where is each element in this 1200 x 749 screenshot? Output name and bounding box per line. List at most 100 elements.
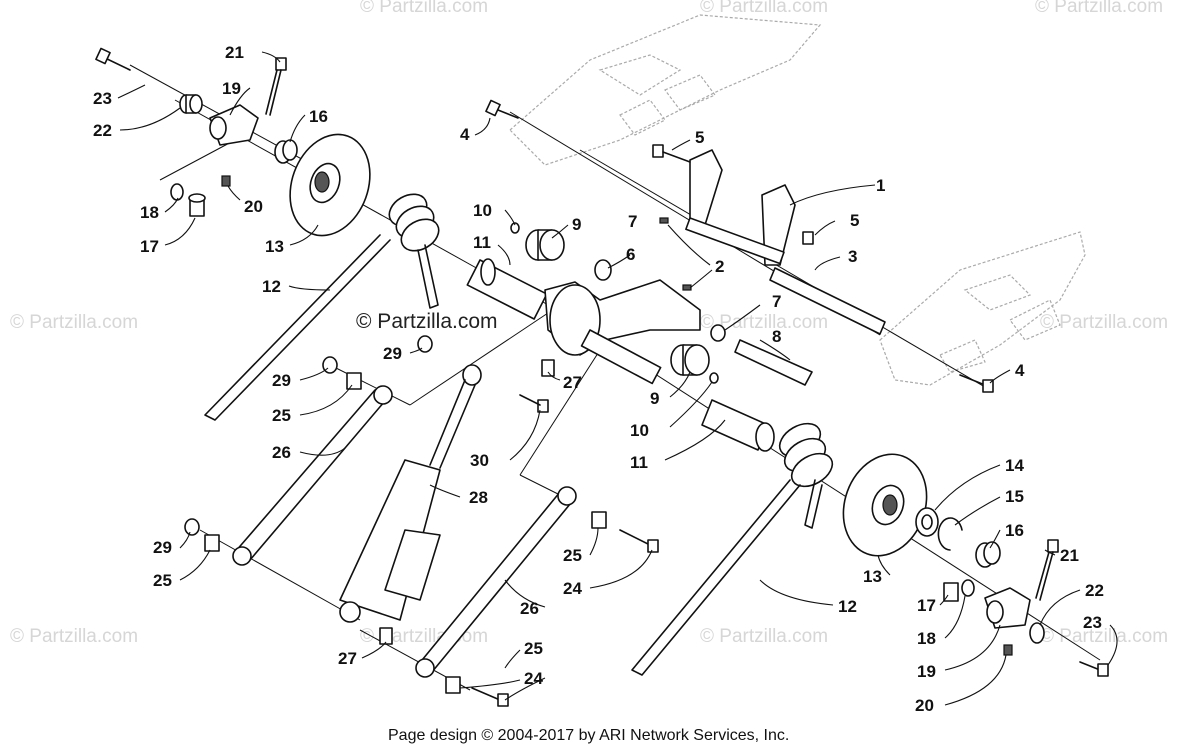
- callout-21-lower: 21: [1060, 546, 1079, 565]
- callout-11-lower: 11: [630, 453, 648, 472]
- callout-10-lower: 10: [630, 421, 649, 440]
- callout-16-lower: 16: [1005, 521, 1024, 540]
- callout-30: 30: [470, 451, 489, 470]
- callout-25-b: 25: [153, 571, 172, 590]
- callout-27-lower: 27: [338, 649, 357, 668]
- callout-19-upper: 19: [222, 79, 241, 98]
- tube-11-lower: [701, 399, 775, 452]
- bearing-14: [915, 507, 939, 537]
- callout-23-lower: 23: [1083, 613, 1102, 632]
- callout-26-left: 26: [272, 443, 291, 462]
- bolt-4-lower: [959, 374, 994, 393]
- pin-27-upper: [541, 359, 555, 377]
- bushing-7-lower: [710, 324, 726, 342]
- callout-2: 2: [715, 257, 724, 276]
- callout-22-lower: 22: [1085, 581, 1104, 600]
- svg-text:© Partzilla.com: © Partzilla.com: [700, 312, 828, 333]
- callout-29-c: 29: [153, 538, 172, 557]
- ring-15: [937, 517, 963, 551]
- rail-upper-ghost: [509, 14, 822, 166]
- adjuster-19-lower: [984, 587, 1031, 629]
- leader-lines: [117, 51, 1118, 706]
- callout-8: 8: [772, 327, 781, 346]
- callout-5-upper: 5: [695, 128, 704, 147]
- callout-7-upper: 7: [628, 212, 637, 231]
- bolt-5: [652, 144, 814, 245]
- callout-23-upper: 23: [93, 89, 112, 108]
- arm-6: [544, 279, 701, 385]
- spring-12-upper: [204, 193, 440, 421]
- nuts-29: [184, 356, 338, 536]
- bolts-24: [471, 529, 659, 707]
- washer-18-lower: [961, 579, 975, 597]
- callout-29-b: 29: [272, 371, 291, 390]
- link-26-right: [415, 486, 577, 678]
- callout-7-lower: 7: [772, 292, 781, 311]
- callout-4-lower: 4: [1015, 361, 1025, 380]
- callout-4-upper: 4: [460, 125, 470, 144]
- callout-15: 15: [1005, 487, 1024, 506]
- callout-9-lower: 9: [650, 389, 659, 408]
- adjuster-19-upper: [209, 104, 259, 146]
- callout-12-lower: 12: [838, 597, 857, 616]
- wheel-13-upper: [289, 133, 371, 237]
- bolt-30: [519, 394, 549, 413]
- callout-3: 3: [848, 247, 857, 266]
- callout-25-a: 25: [272, 406, 291, 425]
- callout-20-lower: 20: [915, 696, 934, 715]
- svg-text:© Partzilla.com: © Partzilla.com: [1035, 0, 1163, 17]
- callout-17-upper: 17: [140, 237, 159, 256]
- bushing-9-upper: [525, 229, 565, 261]
- callout-26-right: 26: [520, 599, 539, 618]
- callout-labels: 1 2 3 4 4 5 5 6 7 7 8 9 9 10 10 11 11 12…: [93, 43, 1104, 715]
- plug-20-upper: [221, 175, 231, 187]
- plug-20-lower: [1003, 644, 1013, 656]
- callout-10-upper: 10: [473, 201, 492, 220]
- ring-10-lower: [709, 372, 719, 384]
- bracket-1: [685, 149, 796, 266]
- callout-25-d: 25: [524, 639, 543, 658]
- shaft-3: [769, 267, 886, 335]
- spacer-16-upper: [274, 139, 298, 164]
- callout-24-upper: 24: [563, 579, 582, 598]
- spacer-16-lower: [975, 541, 1001, 568]
- pin-8: [734, 339, 813, 386]
- callout-13-upper: 13: [265, 237, 284, 256]
- svg-text:© Partzilla.com: © Partzilla.com: [10, 312, 138, 333]
- bushing-22-lower: [1029, 622, 1045, 644]
- bolt-21-upper: [265, 57, 287, 116]
- callout-20-upper: 20: [244, 197, 263, 216]
- callout-25-c: 25: [563, 546, 582, 565]
- callout-14: 14: [1005, 456, 1024, 475]
- watermark-main: © Partzilla.com: [356, 310, 498, 333]
- callout-22-upper: 22: [93, 121, 112, 140]
- bolt-23-upper: [95, 47, 131, 71]
- callout-6: 6: [626, 245, 635, 264]
- callout-29-a: 29: [383, 344, 402, 363]
- callout-18-upper: 18: [140, 203, 159, 222]
- bushing-9-lower: [670, 344, 710, 376]
- link-26-left: [232, 385, 393, 566]
- bushing-17-upper: [188, 193, 206, 217]
- wheel-13-lower: [842, 453, 928, 557]
- callout-27-upper: 27: [563, 373, 582, 392]
- shock-28: [339, 364, 482, 623]
- callout-28: 28: [469, 488, 488, 507]
- callout-5-lower: 5: [850, 211, 859, 230]
- callout-1: 1: [876, 176, 885, 195]
- callout-12-upper: 12: [262, 277, 281, 296]
- callout-17-lower: 17: [917, 596, 936, 615]
- spacers-25: [204, 372, 607, 694]
- bolt-21-lower: [1035, 539, 1059, 601]
- svg-text:© Partzilla.com: © Partzilla.com: [10, 626, 138, 647]
- svg-text:© Partzilla.com: © Partzilla.com: [700, 626, 828, 647]
- callout-11-upper: 11: [473, 233, 491, 252]
- bushing-22-upper: [179, 94, 203, 114]
- callout-13-lower: 13: [863, 567, 882, 586]
- svg-text:© Partzilla.com: © Partzilla.com: [1040, 312, 1168, 333]
- spring-12-lower: [631, 422, 834, 676]
- pin-27-lower: [379, 627, 393, 645]
- washer-18-upper: [170, 183, 184, 201]
- svg-text:© Partzilla.com: © Partzilla.com: [700, 0, 828, 17]
